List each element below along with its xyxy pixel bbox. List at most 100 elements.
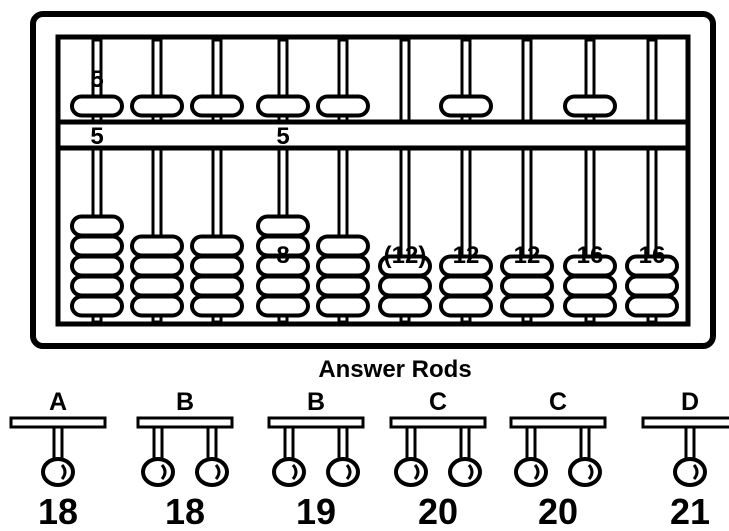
answer-stem	[206, 425, 218, 463]
answer-bead-mark	[214, 464, 221, 480]
lower-label: 16	[577, 242, 604, 269]
abacus-rod	[646, 38, 658, 324]
beam-label: 5	[90, 123, 103, 150]
lower-bead	[625, 294, 679, 318]
answer-letter: A	[49, 388, 67, 416]
lower-bead	[70, 254, 124, 278]
answer-bead	[272, 457, 306, 487]
answer-stem	[337, 425, 349, 463]
lower-label: 8	[276, 242, 289, 269]
abacus-rod	[460, 38, 472, 324]
answer-bead	[448, 457, 482, 487]
answer-beam	[389, 416, 487, 429]
answer-number: 18	[38, 491, 78, 531]
lower-bead	[70, 214, 124, 238]
lower-bead	[256, 214, 310, 238]
abacus-rod	[521, 38, 533, 324]
abacus-rod	[337, 38, 349, 324]
answer-letter: C	[549, 388, 567, 416]
answer-number: 21	[670, 491, 710, 531]
abacus-beam	[55, 119, 691, 151]
answer-stem	[579, 425, 591, 463]
abacus-rods	[91, 38, 658, 324]
lower-bead	[70, 294, 124, 318]
answer-bead-mark	[587, 464, 594, 480]
lower-bead	[563, 254, 617, 278]
answer-bead	[195, 457, 229, 487]
answer-letter: B	[307, 388, 325, 416]
answer-bead	[673, 457, 707, 487]
lower-bead	[500, 254, 554, 278]
answer-bead-mark	[533, 464, 540, 480]
answer-letter: D	[681, 388, 699, 416]
lower-bead	[378, 254, 432, 278]
answer-rods-title: Answer Rods	[318, 356, 471, 383]
lower-bead	[500, 294, 554, 318]
upper-bead	[316, 94, 370, 118]
answer-rod-3: B 19	[267, 388, 365, 531]
answer-rod-2: B18	[136, 388, 234, 531]
answer-bead-mark	[291, 464, 298, 480]
answer-bead-mark	[60, 464, 67, 480]
answer-rod-6: D 21	[641, 388, 729, 531]
lower-bead	[439, 294, 493, 318]
lower-label: 12	[453, 242, 480, 269]
abacus-inner-frame	[55, 34, 691, 327]
lower-bead	[256, 274, 310, 298]
upper-bead	[439, 94, 493, 118]
abacus-rod	[151, 38, 163, 324]
abacus-rod	[277, 38, 289, 324]
answer-bead-mark	[692, 464, 699, 480]
answer-beam	[136, 416, 234, 429]
answer-number: 19	[296, 491, 336, 531]
lower-bead	[316, 294, 370, 318]
abacus-rod	[211, 38, 223, 324]
upper-bead	[563, 94, 617, 118]
abacus-rod	[584, 38, 596, 324]
beam-label: 5	[276, 123, 289, 150]
lower-bead	[256, 294, 310, 318]
upper-label: 5	[90, 66, 103, 93]
lower-bead	[130, 234, 184, 258]
lower-bead	[625, 254, 679, 278]
lower-bead	[70, 234, 124, 258]
abacus-beads	[70, 94, 679, 318]
lower-label: (12)	[384, 242, 427, 269]
lower-bead	[500, 274, 554, 298]
answer-beam	[509, 416, 607, 429]
answer-bead	[568, 457, 602, 487]
answer-bead	[514, 457, 548, 487]
upper-bead	[130, 94, 184, 118]
lower-bead	[130, 254, 184, 278]
lower-bead	[378, 274, 432, 298]
answer-bead	[141, 457, 175, 487]
answer-rod-5: C 20	[509, 388, 607, 531]
answer-stem	[684, 425, 696, 463]
answer-bead-mark	[160, 464, 167, 480]
answer-rod-4: C20	[389, 388, 487, 531]
answer-stem	[283, 425, 295, 463]
answer-bead	[41, 457, 75, 487]
answer-letter: B	[176, 388, 194, 416]
lower-bead	[190, 234, 244, 258]
upper-bead	[70, 94, 124, 118]
lower-bead	[625, 274, 679, 298]
lower-bead	[563, 294, 617, 318]
lower-label: 16	[639, 242, 666, 269]
lower-bead	[316, 234, 370, 258]
abacus-outer-frame	[30, 11, 716, 349]
abacus-rod	[399, 38, 411, 324]
answer-stem	[525, 425, 537, 463]
lower-bead	[439, 274, 493, 298]
lower-bead	[190, 254, 244, 278]
answer-number: 20	[538, 491, 578, 531]
lower-bead	[439, 254, 493, 278]
lower-bead	[190, 294, 244, 318]
lower-bead	[70, 274, 124, 298]
answer-bead-mark	[413, 464, 420, 480]
answer-stem	[152, 425, 164, 463]
upper-bead	[256, 94, 310, 118]
